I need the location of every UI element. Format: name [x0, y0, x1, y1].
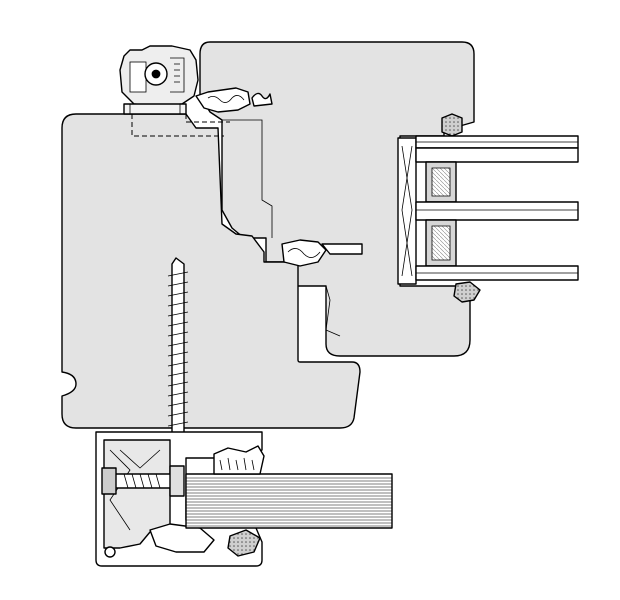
weather-seals: [195, 87, 481, 303]
bottom-connector: [95, 431, 263, 567]
sash-profile: [199, 41, 475, 357]
glazing-bead: [397, 137, 417, 285]
glazing-unit: [415, 135, 579, 281]
locking-hardware: [119, 45, 199, 115]
sill-insulation: [185, 445, 393, 529]
frame-profile: [61, 113, 361, 429]
